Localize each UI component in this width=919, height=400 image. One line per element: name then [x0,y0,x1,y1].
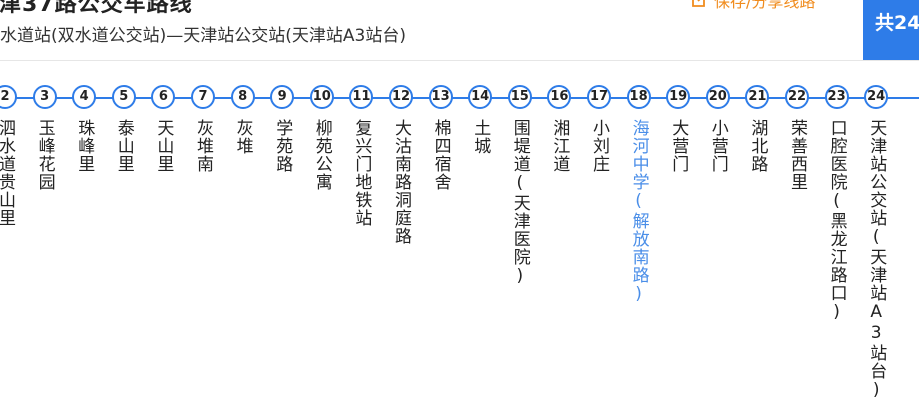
stop-number-circle: 18 [626,85,651,109]
stop-number-circle: 19 [666,85,691,109]
stop-name: 泗水道贵山里 [0,119,15,227]
stop-item[interactable]: 9 学苑路 [267,85,297,173]
stop-item[interactable]: 19 大营门 [663,85,693,173]
stop-name: 天山里 [153,119,174,173]
stop-item[interactable]: 14 土城 [465,85,495,155]
route-track-line [0,97,919,99]
stop-name: 泰山里 [113,119,134,173]
stop-name: 玉峰花园 [34,119,55,191]
stop-number-circle: 24 [864,85,889,109]
stop-item[interactable]: 18 海河中学(解放南路) [624,85,654,305]
header-divider [0,60,919,61]
route-header: 天津37路公交车路线 水道站(双水道公交站)—天津站公交站(天津站A3站台) 保… [0,0,919,62]
save-share-label: 保存/分享线路 [714,0,816,11]
stop-name: 学苑路 [272,119,293,173]
save-share-button[interactable]: 保存/分享线路 [690,0,815,12]
stop-name: 复兴门地铁站 [351,119,372,227]
stop-name: 湖北路 [747,119,768,173]
stop-item[interactable]: 23 口腔医院(黑龙江路口) [822,85,852,323]
stop-item[interactable]: 8 灰堆 [228,85,258,155]
stop-number-circle: 23 [824,85,849,109]
stop-number-circle: 6 [151,85,176,109]
stop-number-circle: 22 [785,85,809,109]
stop-item[interactable]: 11 复兴门地铁站 [346,85,376,227]
stop-item[interactable]: 13 棉四宿舍 [426,85,456,191]
stop-number-circle: 15 [507,85,532,109]
stop-name: 棉四宿舍 [430,119,451,191]
stop-item[interactable]: 22 荣善西里 [782,85,812,191]
stop-name: 小营门 [707,119,728,173]
stop-item[interactable]: 10 柳苑公寓 [307,85,337,191]
stop-name: 土城 [470,119,491,155]
stop-name: 口腔医院(黑龙江路口) [826,119,847,323]
stop-name: 大营门 [668,119,689,173]
stop-number-circle: 11 [349,85,374,109]
stop-item[interactable]: 4 珠峰里 [69,85,99,173]
stop-item[interactable]: 3 玉峰花园 [30,85,60,191]
stop-number-circle: 17 [587,85,611,109]
stop-name: 荣善西里 [787,119,807,191]
stop-name: 灰堆南 [193,119,213,173]
stop-number-circle: 13 [428,85,453,109]
route-subtitle: 水道站(双水道公交站)—天津站公交站(天津站A3站台) [0,26,406,46]
stop-number-circle: 10 [309,85,334,109]
stop-name: 天津站公交站(天津站A3站台) [866,119,887,400]
stop-number-circle: 4 [72,85,97,109]
stop-item[interactable]: 21 湖北路 [742,85,772,173]
stop-item[interactable]: 7 灰堆南 [188,85,218,173]
stop-name: 海河中学(解放南路) [628,119,649,305]
stop-item[interactable]: 12 大沽南路洞庭路 [386,85,416,245]
stop-name: 围堤道(天津医院) [509,119,530,287]
stop-number-circle: 5 [111,85,136,109]
stop-number-circle: 12 [389,85,413,109]
stop-name: 柳苑公寓 [311,119,332,191]
stop-number-circle: 16 [547,85,572,109]
stop-number-circle: 9 [270,85,295,109]
stop-item[interactable]: 20 小营门 [703,85,733,173]
stop-item[interactable]: 17 小刘庄 [584,85,614,173]
stop-item[interactable]: 15 围堤道(天津医院) [505,85,535,287]
route-title: 天津37路公交车路线 [0,0,193,17]
stop-number-circle: 21 [745,85,770,109]
stop-item[interactable]: 6 天山里 [148,85,178,173]
stop-number-circle: 8 [230,85,255,109]
stop-name: 大沽南路洞庭路 [391,119,411,245]
stops-list: 2 泗水道贵山里 3 玉峰花园 4 珠峰里 5 泰山里 6 天山里 7 灰堆南 8 灰堆 9 学苑路 10 柳苑公… [0,61,919,400]
edit-share-icon [690,0,708,9]
stop-item[interactable]: 2 泗水道贵山里 [0,85,20,227]
stop-number-circle: 7 [191,85,215,109]
stop-item[interactable]: 5 泰山里 [109,85,139,173]
stop-item[interactable]: 16 湘江道 [544,85,574,173]
stop-name: 湘江道 [549,119,570,173]
stop-number-circle: 14 [468,85,493,109]
stop-item[interactable]: 24 天津站公交站(天津站A3站台) [861,85,891,400]
stop-name: 灰堆 [232,119,253,155]
stop-number-circle: 2 [0,85,17,109]
stop-number-circle: 20 [705,85,730,109]
total-stops-badge: 共24 [863,0,919,60]
stop-number-circle: 3 [32,85,57,109]
stop-name: 珠峰里 [74,119,95,173]
stop-name: 小刘庄 [589,119,609,173]
